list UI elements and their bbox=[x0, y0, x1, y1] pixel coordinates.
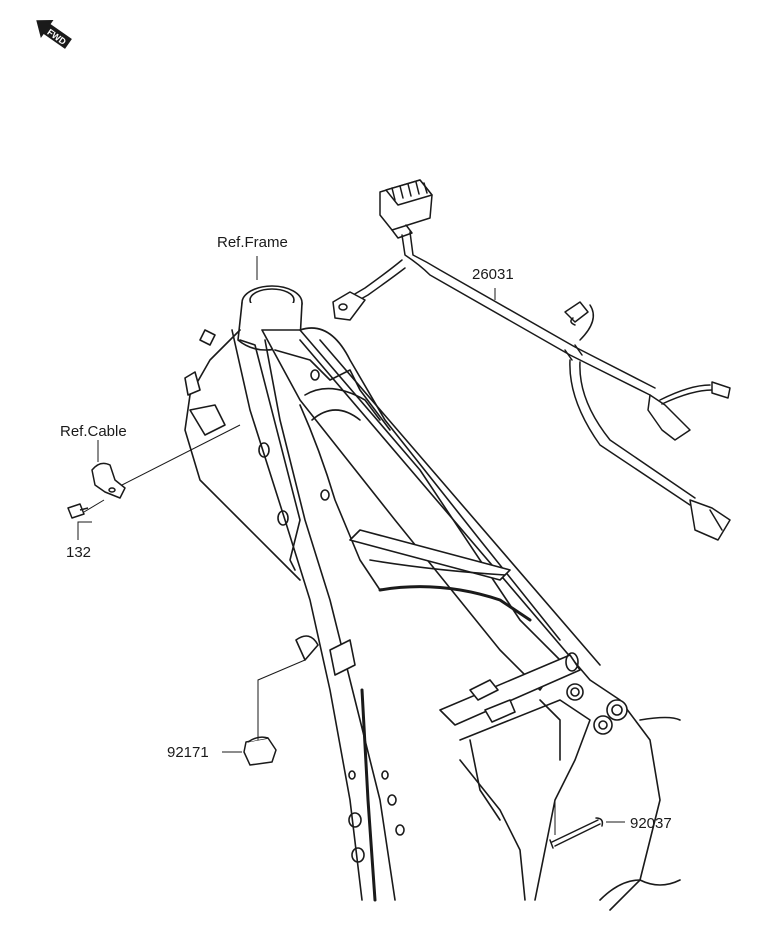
wiring-harness bbox=[332, 179, 731, 541]
cable-holder bbox=[91, 462, 126, 499]
bolt bbox=[67, 503, 89, 519]
label-92037: 92037 bbox=[630, 815, 672, 832]
label-92171: 92171 bbox=[167, 744, 209, 761]
frame bbox=[184, 285, 681, 911]
leader-lines bbox=[77, 256, 625, 835]
label-ref-cable: Ref.Cable bbox=[60, 423, 127, 440]
clamp bbox=[243, 736, 277, 766]
band bbox=[549, 817, 604, 849]
fwd-arrow-icon: FWD bbox=[36, 20, 72, 49]
label-ref-frame: Ref.Frame bbox=[217, 234, 288, 251]
label-132: 132 bbox=[66, 544, 92, 561]
label-26031: 26031 bbox=[472, 266, 514, 283]
